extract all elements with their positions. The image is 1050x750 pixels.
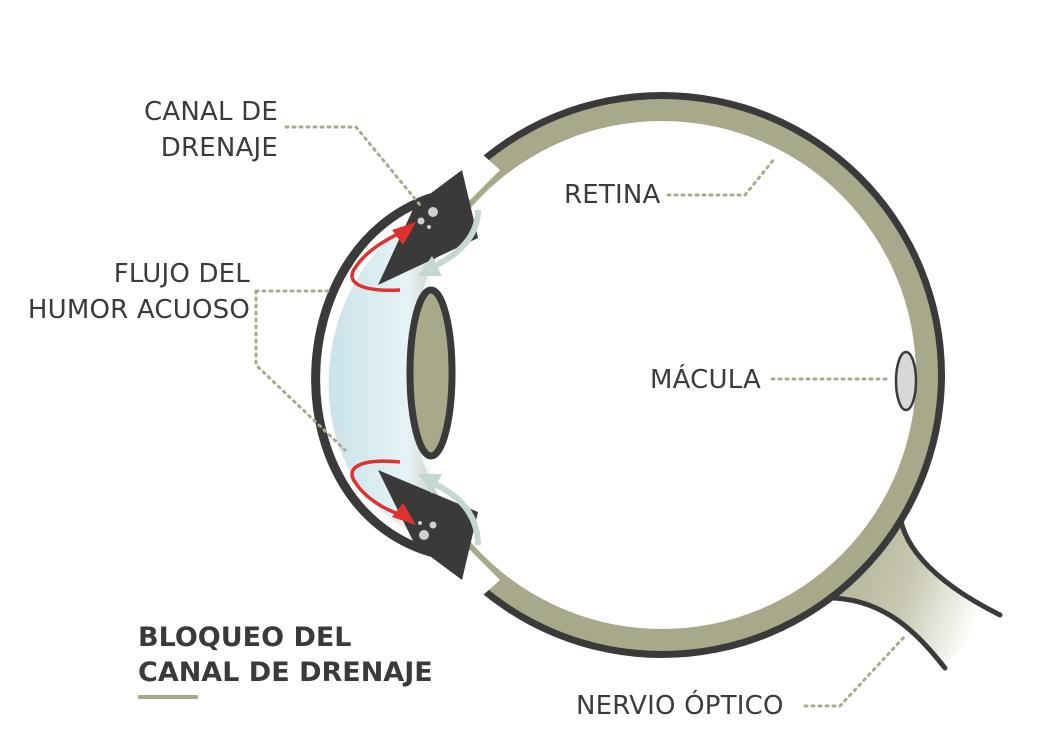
diagram-title: BLOQUEO DEL CANAL DE DRENAJE xyxy=(138,620,433,690)
label-canal-line2: DRENAJE xyxy=(160,133,278,163)
macula-spot xyxy=(894,350,918,412)
label-flujo-line1: FLUJO DEL xyxy=(113,259,250,289)
cornea xyxy=(328,205,470,545)
cornea-outline xyxy=(311,193,435,557)
leader-nervio xyxy=(803,634,907,708)
red-arrow-head-top xyxy=(392,222,416,245)
label-retina: RETINA xyxy=(564,180,661,210)
aqueous-flow-top xyxy=(428,209,481,271)
canal-dot xyxy=(418,521,422,525)
optic-nerve-lower-edge xyxy=(817,595,948,671)
canal-dot xyxy=(428,207,438,217)
aqueous-flow-top-head xyxy=(418,256,442,276)
label-nervio-optico: NERVIO ÓPTICO xyxy=(576,691,784,721)
title-underline xyxy=(138,695,198,699)
canal-dot xyxy=(419,530,429,540)
label-canal-de-drenaje: CANAL DE DRENAJE xyxy=(120,94,278,166)
iris-bottom xyxy=(378,470,478,580)
red-arrow-head-bottom xyxy=(392,503,416,525)
optic-nerve xyxy=(820,500,1000,668)
label-flujo-humor-acuoso: FLUJO DEL HUMOR ACUOSO xyxy=(20,256,250,328)
aqueous-flow-bottom-head xyxy=(418,474,442,494)
leader-canal xyxy=(284,125,422,207)
leader-retina xyxy=(666,156,777,197)
red-flow-arrow-bottom xyxy=(350,459,403,517)
canal-dot xyxy=(427,225,431,229)
vitreous-interior xyxy=(408,121,916,629)
canal-dot xyxy=(417,217,425,225)
label-flujo-line2: HUMOR ACUOSO xyxy=(27,295,250,325)
title-line2: CANAL DE DRENAJE xyxy=(138,657,433,688)
leader-flujo-down xyxy=(254,289,347,452)
red-flow-arrow-top xyxy=(350,230,403,292)
lens xyxy=(406,286,456,460)
aqueous-flow-bottom xyxy=(428,479,481,546)
label-canal-line1: CANAL DE xyxy=(144,97,278,127)
title-line1: BLOQUEO DEL xyxy=(138,622,352,653)
canal-dot xyxy=(429,521,437,529)
label-macula: MÁCULA xyxy=(650,365,762,395)
